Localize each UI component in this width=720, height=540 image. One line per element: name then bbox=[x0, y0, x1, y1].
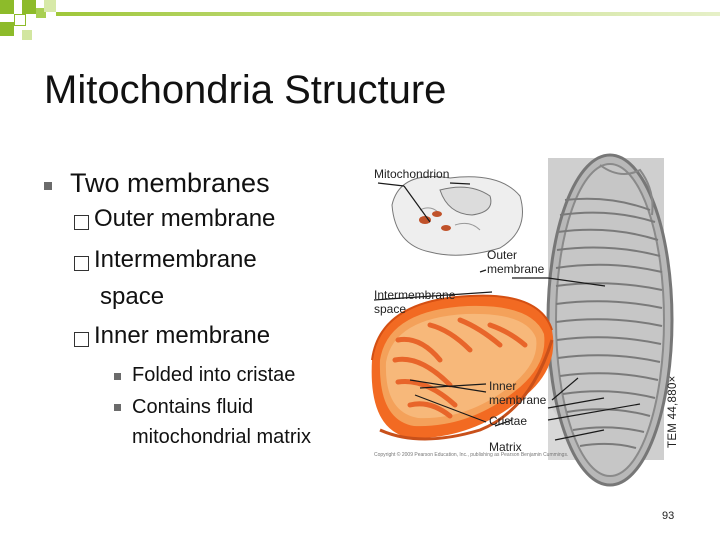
label-intermembrane-line1: Intermembrane bbox=[374, 288, 456, 302]
checkbox-bullet-icon bbox=[74, 332, 89, 347]
tem-micrograph bbox=[546, 153, 674, 487]
bullet-intermembrane: Intermembrane bbox=[94, 246, 257, 273]
bullet-folded-cristae: Folded into cristae bbox=[132, 364, 296, 386]
bullet-contains-fluid: Contains fluid bbox=[132, 396, 254, 418]
label-outer-membrane-line2: membrane bbox=[487, 262, 545, 276]
leader-lines bbox=[373, 182, 641, 441]
slide-title: Mitochondria Structure bbox=[44, 68, 447, 112]
checkbox-bullet-icon bbox=[74, 215, 89, 230]
label-inner-membrane-line2: membrane bbox=[489, 393, 547, 407]
bullet-mitochondrial-matrix: mitochondrial matrix bbox=[132, 426, 311, 448]
bullet-outer-membrane: Outer membrane bbox=[94, 205, 276, 232]
bullet-inner-membrane: Inner membrane bbox=[94, 322, 271, 349]
mitochondrion-illustration bbox=[371, 294, 554, 441]
label-outer-membrane-line1: Outer bbox=[487, 248, 518, 262]
micrograph-magnification: TEM 44,880× bbox=[667, 375, 679, 448]
bullet-two-membranes: Two membranes bbox=[70, 168, 270, 198]
bullet-intermembrane-space: space bbox=[100, 283, 165, 310]
label-mitochondrion: Mitochondrion bbox=[374, 167, 450, 181]
bullet-square-icon bbox=[114, 373, 121, 380]
label-intermembrane-line2: space bbox=[374, 302, 407, 316]
copyright-line: Copyright © 2009 Pearson Education, Inc.… bbox=[374, 452, 569, 458]
bullet-square-icon bbox=[44, 182, 52, 190]
label-cristae: Cristae bbox=[489, 414, 528, 428]
label-matrix: Matrix bbox=[489, 440, 522, 454]
checkbox-bullet-icon bbox=[74, 256, 89, 271]
page-number: 93 bbox=[662, 510, 675, 522]
cell-sketch bbox=[391, 176, 523, 256]
label-inner-membrane-line1: Inner bbox=[489, 379, 517, 393]
bullet-square-icon bbox=[114, 404, 121, 411]
